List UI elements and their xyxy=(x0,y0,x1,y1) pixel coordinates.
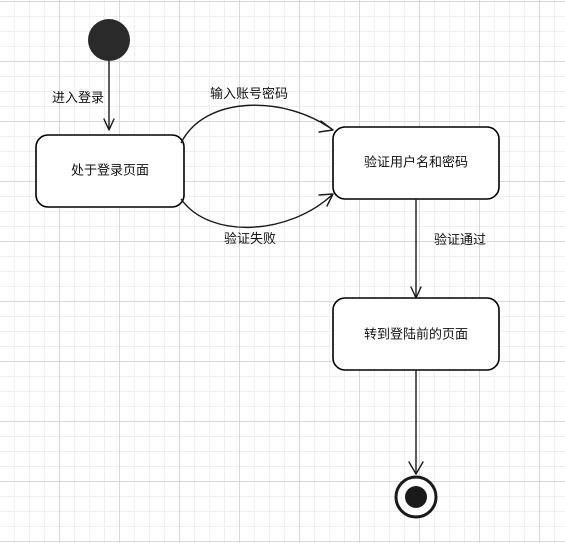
arrowhead xyxy=(103,118,115,131)
edge-label-verify-failed: 验证失败 xyxy=(224,231,276,247)
state-label: 验证用户名和密码 xyxy=(364,155,468,171)
arrowhead xyxy=(318,120,334,133)
state-redirect: 转到登陆前的页面 xyxy=(332,297,500,371)
arrowhead xyxy=(318,193,334,207)
state-login-page: 处于登录页面 xyxy=(35,134,185,208)
edge-input-credentials xyxy=(180,104,334,144)
initial-state xyxy=(88,19,130,61)
edge-label-input-credentials: 输入账号密码 xyxy=(210,86,288,102)
arrowhead xyxy=(408,461,424,475)
edge-label-verify-passed: 验证通过 xyxy=(434,232,486,248)
state-label: 转到登陆前的页面 xyxy=(364,327,468,343)
final-state-dot xyxy=(405,486,427,508)
final-state xyxy=(394,475,438,519)
edge-label-enter-login: 进入登录 xyxy=(52,91,104,106)
state-box xyxy=(35,134,185,208)
state-label: 处于登录页面 xyxy=(71,164,149,179)
state-verify: 验证用户名和密码 xyxy=(332,126,500,200)
edge-verify-failed xyxy=(180,193,334,228)
